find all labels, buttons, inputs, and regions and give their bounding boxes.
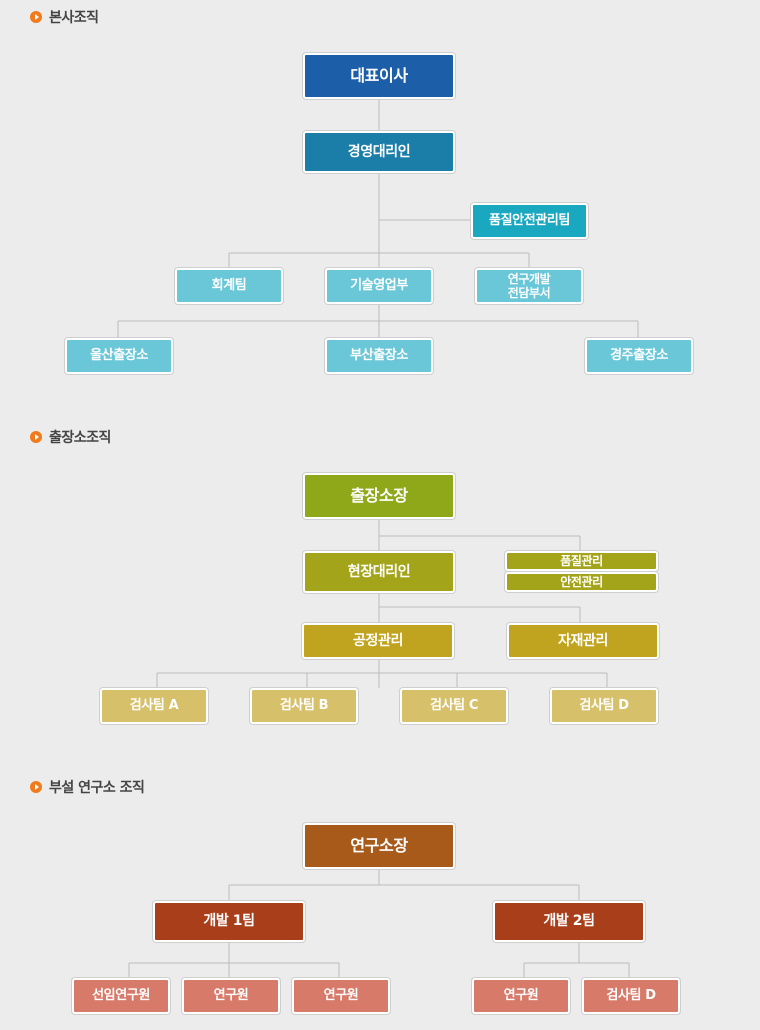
- lab-researcher2-label: 연구원: [323, 988, 359, 1004]
- branch-process-box: 공정관리: [302, 623, 454, 659]
- hq-tech-sales-label: 기술영업부: [350, 278, 408, 294]
- branch-team-c-box: 검사팀 C: [400, 688, 508, 724]
- branch-site-agent-label: 현장대리인: [347, 563, 411, 580]
- lab-researcher3-box: 연구원: [472, 978, 570, 1014]
- hq-gyeongju-box: 경주출장소: [585, 338, 693, 374]
- branch-safety-box: 안전관리: [505, 572, 658, 592]
- hq-qa-team-box: 품질안전관리팀: [471, 203, 588, 239]
- branch-team-a-box: 검사팀 A: [100, 688, 208, 724]
- branch-quality-label: 품질관리: [560, 553, 603, 568]
- bullet-icon: [30, 431, 42, 443]
- lab-head-box: 연구소장: [303, 823, 455, 869]
- hq-accounting-box: 회계팀: [175, 268, 283, 304]
- section-title-label: 본사조직: [49, 10, 99, 26]
- hq-rnd-dept-label: 연구개발 전담부서: [507, 271, 551, 300]
- lab-researcher3-label: 연구원: [503, 988, 539, 1004]
- branch-material-box: 자재관리: [507, 623, 659, 659]
- branch-team-a-label: 검사팀 A: [129, 698, 179, 714]
- branch-team-b-box: 검사팀 B: [250, 688, 358, 724]
- bullet-icon: [30, 781, 42, 793]
- branch-team-d-box: 검사팀 D: [550, 688, 658, 724]
- hq-ceo-box: 대표이사: [303, 53, 455, 99]
- branch-team-d-label: 검사팀 D: [579, 698, 629, 714]
- hq-busan-box: 부산출장소: [325, 338, 433, 374]
- section-title-label: 출장소조직: [49, 430, 111, 446]
- hq-gyeongju-label: 경주출장소: [610, 348, 668, 364]
- hq-busan-label: 부산출장소: [350, 348, 408, 364]
- lab-dev2-label: 개발 2팀: [543, 913, 595, 930]
- lab-researcher1-label: 연구원: [213, 988, 249, 1004]
- hq-rnd-dept-box: 연구개발 전담부서: [475, 268, 583, 304]
- hq-ceo-label: 대표이사: [350, 66, 408, 86]
- hq-agent-label: 경영대리인: [347, 143, 411, 160]
- lab-senior-box: 선임연구원: [72, 978, 170, 1014]
- section-title-lab: 부설 연구소 조직: [30, 778, 145, 796]
- branch-quality-box: 품질관리: [505, 551, 658, 571]
- branch-site-agent-box: 현장대리인: [303, 551, 455, 593]
- branch-safety-label: 안전관리: [560, 574, 603, 589]
- hq-accounting-label: 회계팀: [211, 278, 247, 294]
- hq-ulsan-box: 울산출장소: [65, 338, 173, 374]
- branch-team-c-label: 검사팀 C: [430, 698, 478, 714]
- bullet-icon: [30, 11, 42, 23]
- section-title-branch: 출장소조직: [30, 428, 111, 446]
- branch-head-box: 출장소장: [303, 473, 455, 519]
- hq-tech-sales-box: 기술영업부: [325, 268, 433, 304]
- lab-researcher2-box: 연구원: [292, 978, 390, 1014]
- section-title-label: 부설 연구소 조직: [49, 780, 145, 796]
- hq-ulsan-label: 울산출장소: [90, 348, 148, 364]
- lab-researcher1-box: 연구원: [182, 978, 280, 1014]
- lab-dev1-label: 개발 1팀: [203, 913, 255, 930]
- lab-dev2-box: 개발 2팀: [493, 901, 645, 942]
- hq-qa-team-label: 품질안전관리팀: [489, 213, 570, 229]
- lab-inspect-d-label: 검사팀 D: [606, 988, 656, 1004]
- hq-agent-box: 경영대리인: [303, 131, 455, 173]
- branch-process-label: 공정관리: [353, 632, 403, 649]
- section-title-hq: 본사조직: [30, 8, 99, 26]
- branch-head-label: 출장소장: [350, 486, 408, 506]
- lab-head-label: 연구소장: [350, 836, 408, 856]
- lab-senior-label: 선임연구원: [92, 988, 150, 1004]
- lab-dev1-box: 개발 1팀: [153, 901, 305, 942]
- lab-inspect-d-box: 검사팀 D: [582, 978, 680, 1014]
- branch-team-b-label: 검사팀 B: [279, 698, 329, 714]
- branch-material-label: 자재관리: [558, 632, 608, 649]
